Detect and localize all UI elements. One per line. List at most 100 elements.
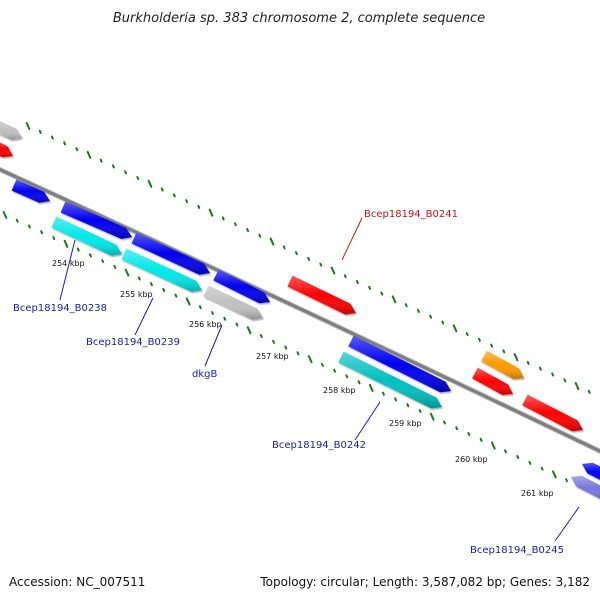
accession-text: Accession: NC_007511: [9, 575, 145, 589]
gene-arrow-blue[interactable]: [348, 335, 451, 393]
tick-major: [429, 412, 435, 421]
tick-track-outer: [25, 122, 591, 394]
tick-minor: [284, 345, 288, 350]
gene-label-dkgb[interactable]: dkgB: [192, 369, 217, 380]
tick-minor: [394, 397, 398, 402]
tick-minor: [197, 204, 201, 209]
tick-minor: [406, 403, 410, 408]
tick-minor: [124, 170, 128, 175]
tick-minor: [563, 378, 567, 383]
gene-label-bcep18194-b0245[interactable]: Bcep18194_B0245: [470, 545, 564, 556]
tick-minor: [75, 147, 79, 152]
tick-minor: [343, 274, 347, 279]
gene-arrow-shading: [0, 142, 13, 158]
tick-minor: [296, 351, 300, 356]
tick-minor: [357, 380, 361, 385]
kbp-label: 260 kbp: [455, 455, 488, 464]
tick-major: [63, 239, 69, 248]
gene-label-bcep18194-b0238[interactable]: Bcep18194_B0238: [13, 303, 107, 314]
tick-minor: [504, 449, 507, 454]
tick-minor: [294, 251, 298, 256]
tick-minor: [368, 285, 372, 290]
gene-arrow-blue[interactable]: [60, 201, 132, 239]
gene-arrow-blue[interactable]: [213, 269, 270, 304]
gene-label-bcep18194-b0239[interactable]: Bcep18194_B0239: [86, 337, 180, 348]
tick-minor: [429, 314, 433, 319]
tick-minor: [380, 291, 384, 296]
gene-arrow-shading: [131, 232, 210, 275]
kbp-label: 257 kbp: [256, 352, 289, 361]
tick-minor: [587, 389, 591, 394]
tick-minor: [282, 245, 286, 250]
tick-major: [513, 353, 519, 362]
tick-minor: [50, 135, 54, 140]
gene-arrow-shading: [0, 121, 22, 140]
tick-minor: [259, 334, 263, 339]
gene-arrow-purple[interactable]: [571, 475, 600, 501]
tick-minor: [320, 362, 324, 367]
tick-minor: [333, 368, 337, 373]
tick-minor: [198, 305, 202, 310]
tick-minor: [221, 216, 225, 221]
gene-arrow-blue[interactable]: [131, 232, 211, 275]
gene-arrow-red[interactable]: [287, 275, 356, 315]
tick-minor: [38, 129, 42, 134]
gene-arrow-red[interactable]: [522, 394, 583, 432]
kbp-scale-labels: 254 kbp 255 kbp 256 kbp 257 kbp 258 kbp …: [52, 259, 554, 498]
tick-minor: [441, 320, 445, 325]
leader-line: [134, 297, 154, 336]
gene-arrow-cyan[interactable]: [121, 248, 203, 292]
tick-minor: [99, 158, 103, 163]
gene-label-bcep18194-b0241[interactable]: Bcep18194_B0241: [364, 209, 458, 220]
gene-arrow-shading: [60, 201, 132, 239]
tick-minor: [381, 391, 385, 396]
tick-minor: [160, 187, 164, 192]
tick-minor: [455, 426, 459, 431]
tick-minor: [27, 224, 31, 229]
tick-minor: [345, 374, 349, 379]
tick-minor: [185, 199, 189, 204]
gene-arrow-teal[interactable]: [338, 351, 442, 409]
tick-minor: [40, 230, 44, 235]
gene-arrow-red[interactable]: [472, 367, 513, 395]
tick-major: [208, 208, 214, 217]
tick-minor: [528, 460, 532, 465]
map-title: Burkholderia sp. 383 chromosome 2, compl…: [113, 11, 485, 26]
gene-arrow-shading: [571, 475, 600, 499]
topology-text: Topology: circular; Length: 3,587,082 bp…: [259, 575, 590, 589]
tick-major: [574, 382, 580, 391]
tick-minor: [52, 236, 56, 241]
gene-arrow-blue[interactable]: [582, 462, 600, 482]
gene-arrow-shading: [522, 394, 583, 432]
gene-arrow-cyan[interactable]: [51, 216, 122, 256]
tick-minor: [258, 233, 262, 238]
kbp-label: 254 kbp: [52, 259, 85, 268]
kbp-label: 255 kbp: [120, 290, 153, 299]
tick-minor: [101, 259, 105, 264]
tick-minor: [136, 176, 140, 181]
tick-minor: [111, 164, 115, 169]
tick-major: [86, 150, 92, 159]
kbp-label: 256 kbp: [189, 320, 222, 329]
tick-minor: [490, 343, 494, 348]
gene-arrow-red[interactable]: [0, 141, 13, 158]
gene-arrow-blue[interactable]: [11, 179, 51, 203]
tick-minor: [416, 308, 420, 313]
gene-label-bcep18194-b0242[interactable]: Bcep18194_B0242: [272, 440, 366, 451]
gene-arrow-shading: [338, 351, 442, 409]
tick-major: [330, 266, 336, 275]
leader-line: [341, 217, 363, 261]
gene-arrow-orange[interactable]: [481, 350, 524, 379]
gene-arrow-shading: [287, 275, 356, 315]
tick-major: [368, 383, 374, 392]
gene-arrow-shading: [203, 285, 263, 320]
gene-arrow-gray[interactable]: [203, 285, 263, 320]
gene-features: [0, 120, 600, 501]
gene-arrow-shading: [213, 269, 270, 304]
tick-minor: [272, 339, 276, 344]
gene-arrow-gray[interactable]: [0, 120, 22, 140]
tick-minor: [233, 222, 237, 227]
tick-major: [307, 355, 313, 364]
gene-arrow-shading: [472, 367, 513, 395]
tick-minor: [89, 253, 92, 258]
